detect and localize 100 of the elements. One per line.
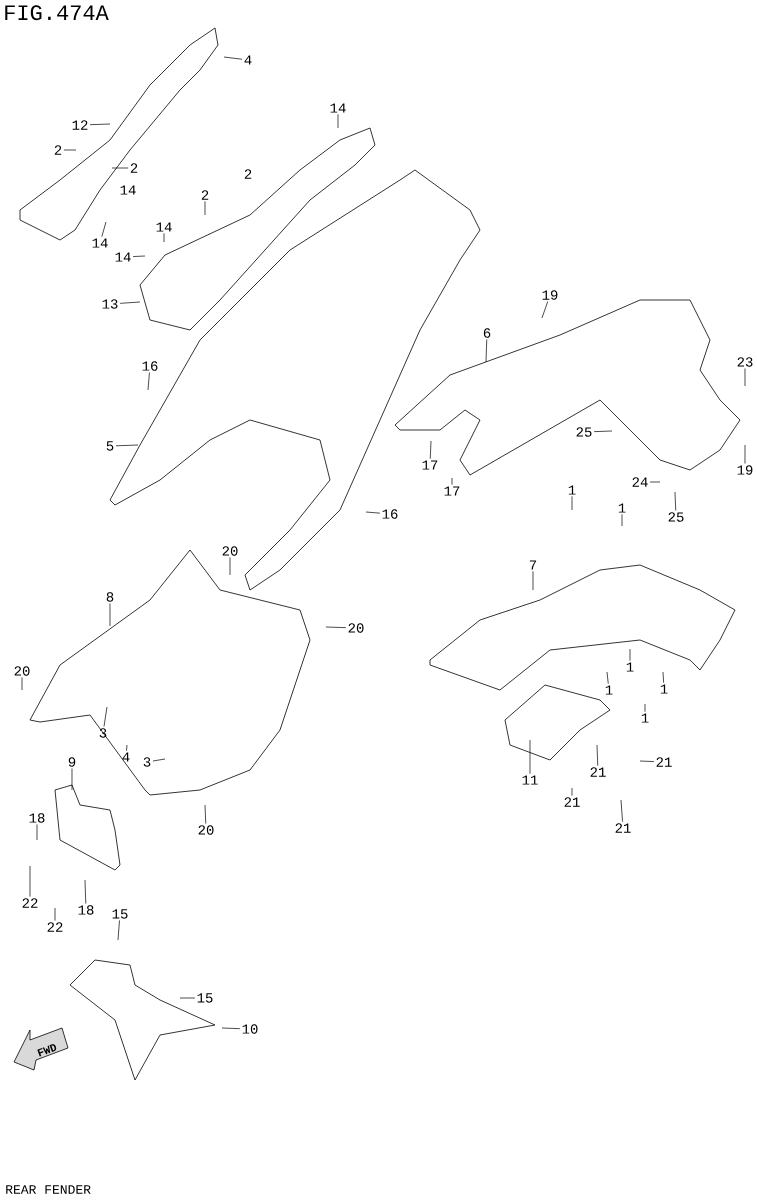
leader-line: [101, 221, 107, 238]
callout-number: 1: [641, 713, 649, 723]
callout-number: 23: [737, 357, 753, 367]
callout-number: 20: [222, 546, 238, 556]
leader-line: [117, 920, 120, 941]
callout-number: 1: [660, 684, 668, 694]
leader-line: [21, 677, 23, 691]
callout-number: 14: [120, 185, 136, 195]
callout-number: 21: [590, 767, 606, 777]
callout-number: 22: [22, 898, 38, 908]
leader-line: [71, 768, 73, 791]
callout-number: 17: [444, 486, 460, 496]
leader-line: [223, 56, 243, 60]
leader-line: [485, 339, 488, 363]
leader-line: [229, 557, 231, 576]
caption: REAR FENDER: [6, 1185, 91, 1194]
callout-number: 21: [615, 823, 631, 833]
callout-number: 20: [348, 623, 364, 633]
leader-line: [571, 495, 573, 511]
callout-number: 20: [198, 825, 214, 835]
callout-number: 15: [112, 909, 128, 919]
leader-line: [649, 481, 661, 483]
leader-line: [54, 907, 56, 921]
figure-title: FIG.474A: [5, 5, 109, 21]
leader-line: [541, 301, 549, 319]
leader-line: [63, 149, 77, 151]
callout-number: 19: [737, 465, 753, 475]
leader-line: [109, 603, 111, 627]
callout-number: 4: [244, 55, 252, 65]
leader-line: [451, 477, 453, 486]
callout-number: 11: [522, 775, 538, 785]
leader-line: [29, 865, 31, 897]
leader-line: [593, 430, 613, 432]
callout-number: 5: [106, 441, 114, 451]
leader-line: [629, 648, 631, 662]
callout-number: 1: [618, 503, 626, 513]
callout-number: 1: [626, 662, 634, 672]
callout-number: 14: [92, 238, 108, 248]
leader-line: [115, 444, 139, 447]
callout-number: 1: [605, 685, 613, 695]
callout-number: 2: [54, 145, 62, 155]
leader-line: [596, 744, 599, 766]
callout-number: 18: [78, 905, 94, 915]
callout-number: 25: [668, 512, 684, 522]
leader-line: [620, 799, 623, 822]
callout-number: 4: [122, 752, 130, 762]
callout-number: 16: [142, 361, 158, 371]
leader-line: [36, 824, 38, 841]
callout-number: 9: [68, 757, 76, 767]
leader-line: [119, 301, 141, 304]
callout-number: 3: [99, 728, 107, 738]
callout-number: 14: [330, 103, 346, 113]
callout-number: 24: [632, 477, 648, 487]
callout-number: 16: [382, 509, 398, 519]
leader-line: [152, 758, 166, 762]
leader-line: [89, 123, 111, 126]
callout-number: 21: [564, 797, 580, 807]
leader-line: [325, 626, 347, 628]
leader-line: [529, 739, 531, 775]
leader-line: [337, 113, 339, 129]
callout-number: 22: [47, 922, 63, 932]
leader-line: [744, 444, 746, 464]
callout-number: 6: [483, 328, 491, 338]
callout-number: 2: [244, 169, 252, 179]
callout-number: 18: [29, 813, 45, 823]
callout-number: 8: [106, 592, 114, 602]
callout-number: 13: [102, 299, 118, 309]
leader-line: [532, 570, 534, 591]
leader-line: [204, 201, 206, 216]
leader-line: [662, 671, 664, 684]
callout-number: 19: [542, 290, 558, 300]
leader-line: [429, 440, 432, 460]
callout-number: 1: [568, 485, 576, 495]
callout-number: 14: [115, 252, 131, 262]
leader-line: [606, 671, 609, 685]
callout-number: 12: [72, 120, 88, 130]
leader-line: [163, 232, 165, 243]
leader-line: [103, 706, 108, 727]
leader-line: [204, 804, 207, 824]
callout-number: 20: [14, 666, 30, 676]
callout-number: 25: [576, 427, 592, 437]
leader-line: [639, 760, 655, 762]
leader-line: [365, 511, 381, 514]
leader-line: [644, 703, 646, 713]
leader-line: [126, 744, 128, 752]
callout-number: 17: [422, 460, 438, 470]
leader-line: [132, 255, 146, 257]
callout-number: 14: [156, 222, 172, 232]
leader-line: [84, 879, 87, 904]
leader-line: [221, 1027, 241, 1029]
leader-line: [147, 372, 150, 391]
callout-number: 2: [201, 190, 209, 200]
arrow-label: FWD: [37, 1044, 57, 1057]
callout-number: 7: [529, 560, 537, 570]
callout-number: 15: [197, 993, 213, 1003]
leader-line: [571, 787, 573, 796]
leader-line: [674, 491, 677, 511]
callout-number: 10: [242, 1024, 258, 1034]
callout-number: 2: [130, 163, 138, 173]
leader-line: [179, 997, 196, 999]
